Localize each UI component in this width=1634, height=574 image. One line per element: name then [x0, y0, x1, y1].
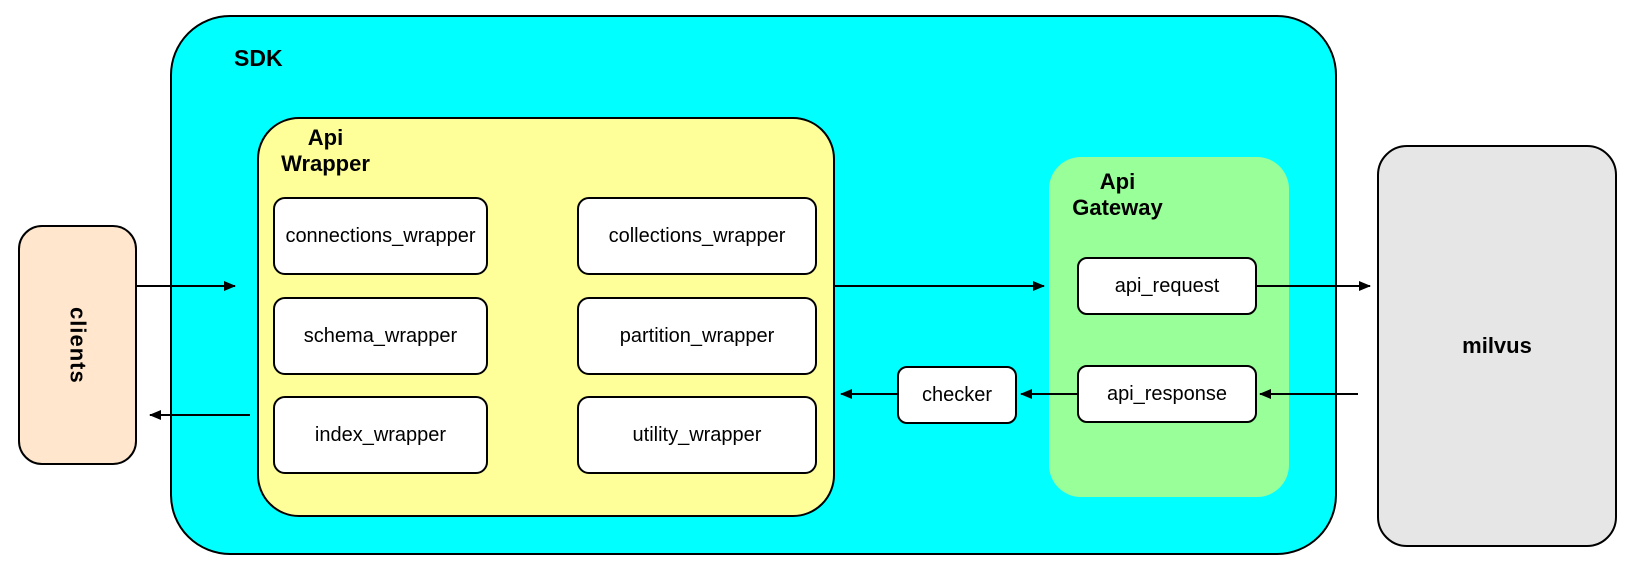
milvus-label: milvus: [1462, 333, 1532, 358]
api-gateway-group: Api Gateway: [1049, 157, 1289, 497]
sdk-label: SDK: [234, 45, 283, 71]
node-collections-wrapper: collections_wrapper: [577, 197, 817, 275]
node-clients: clients: [18, 225, 137, 465]
api-gateway-label: Api Gateway: [1072, 169, 1163, 220]
node-api-request: api_request: [1077, 257, 1257, 315]
node-api-response: api_response: [1077, 365, 1257, 423]
node-partition-wrapper: partition_wrapper: [577, 297, 817, 375]
clients-label: clients: [65, 306, 91, 384]
api-wrapper-label: Api Wrapper: [281, 125, 370, 176]
node-connections-wrapper: connections_wrapper: [273, 197, 488, 275]
node-milvus: milvus: [1377, 145, 1617, 547]
node-checker: checker: [897, 366, 1017, 424]
node-index-wrapper: index_wrapper: [273, 396, 488, 474]
node-utility-wrapper: utility_wrapper: [577, 396, 817, 474]
node-schema-wrapper: schema_wrapper: [273, 297, 488, 375]
